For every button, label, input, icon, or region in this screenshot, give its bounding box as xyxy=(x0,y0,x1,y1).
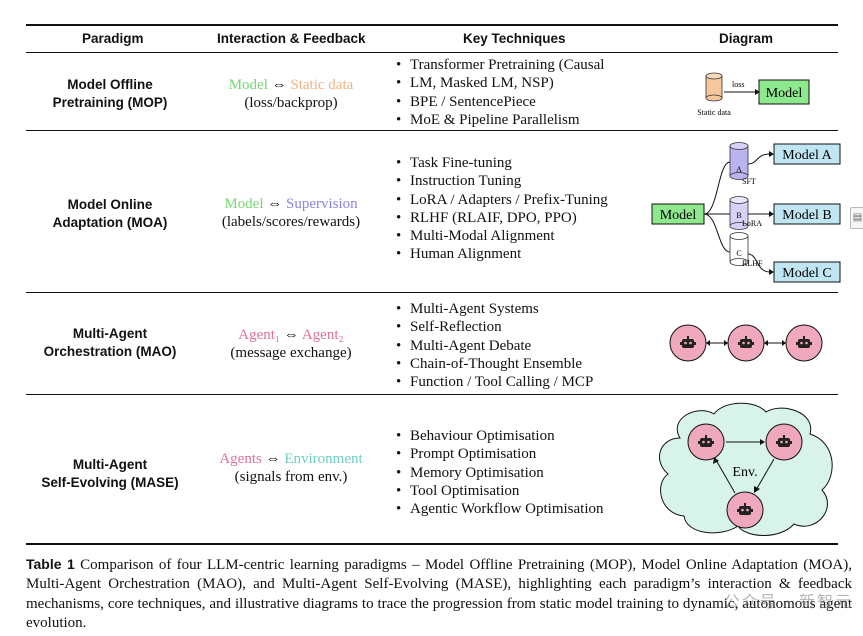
paradigm-mao-line2: Orchestration (MAO) xyxy=(43,344,177,359)
interaction-mop: Model ⇔ Static data (loss/backprop) xyxy=(196,76,386,112)
row-divider-1 xyxy=(26,130,838,131)
adapter-c-icon xyxy=(729,232,749,266)
technique-item: Self-Reflection xyxy=(392,318,652,337)
diagram-moa-sft: SFT xyxy=(742,177,756,186)
technique-item: Task Fine-tuning xyxy=(392,154,652,173)
technique-item: Multi-Modal Alignment xyxy=(392,227,652,246)
technique-item: Human Alignment xyxy=(392,245,652,264)
diagram-moa-b: B xyxy=(736,211,741,220)
header-interaction: Interaction & Feedback xyxy=(217,31,366,46)
header-diagram: Diagram xyxy=(719,31,774,46)
technique-item: Multi-Agent Systems xyxy=(392,300,652,319)
technique-item: RLHF (RLAIF, DPO, PPO) xyxy=(392,209,652,228)
diagram-moa-model-a: Model A xyxy=(782,148,832,163)
paradigm-moa: Model Online Adaptation (MOA) xyxy=(25,196,195,232)
paradigm-mase: Multi-Agent Self-Evolving (MASE) xyxy=(25,456,195,492)
diagram-mase: Env. xyxy=(659,402,833,536)
agent-node-3 xyxy=(726,491,764,529)
diagram-mop: loss Model Static data xyxy=(697,72,810,117)
diagram-moa-rlhf: RLHF xyxy=(742,259,763,268)
paradigm-mao-line1: Multi-Agent xyxy=(72,326,148,341)
technique-item: Transformer Pretraining (Causal xyxy=(392,56,652,75)
techniques-mop: Transformer Pretraining (Causal LM, Mask… xyxy=(392,56,652,129)
interaction-mase: Agents ⇔ Environment (signals from env.) xyxy=(196,450,386,486)
adapter-b-icon xyxy=(729,196,749,230)
interaction-mao-right: Agent₂ xyxy=(301,327,344,343)
technique-item: Memory Optimisation xyxy=(392,464,652,483)
caption-label: Table 1 xyxy=(26,556,75,572)
side-panel-toggle-icon[interactable]: ▤ xyxy=(850,207,863,229)
technique-item: Multi-Agent Debate xyxy=(392,337,652,356)
bidirectional-arrow-icon: ⇔ xyxy=(265,451,281,467)
interaction-moa-left: Model xyxy=(224,196,264,212)
paradigm-mop-line2: Pretraining (MOP) xyxy=(52,95,168,110)
header-paradigm: Paradigm xyxy=(82,31,144,46)
diagram-moa-a: A xyxy=(736,165,742,174)
paradigm-moa-line1: Model Online xyxy=(67,197,153,212)
technique-item-continuation: LM, Masked LM, NSP) xyxy=(392,74,652,93)
technique-item: MoE & Pipeline Parallelism xyxy=(392,111,652,130)
interaction-moa-sub: (labels/scores/rewards) xyxy=(221,214,361,230)
adapter-a-icon xyxy=(729,142,749,180)
diagram-mase-env: Env. xyxy=(732,465,757,480)
header-rule xyxy=(26,52,838,53)
bidirectional-arrow-icon: ⇔ xyxy=(283,327,299,343)
diagram-mop-edge-label: loss xyxy=(732,80,744,89)
diagram-moa-c: C xyxy=(736,249,741,258)
techniques-moa: Task Fine-tuning Instruction Tuning LoRA… xyxy=(392,154,652,264)
paradigm-mop: Model Offline Pretraining (MOP) xyxy=(25,76,195,112)
paradigm-mase-line1: Multi-Agent xyxy=(72,457,148,472)
bidirectional-arrow-icon: ⇔ xyxy=(267,196,283,212)
agent-node-2 xyxy=(765,423,803,461)
bidirectional-arrow-icon: ⇔ xyxy=(271,77,287,93)
table-caption: Table 1 Comparison of four LLM-centric l… xyxy=(26,555,852,633)
agent-node-2 xyxy=(727,324,765,362)
header-techniques: Key Techniques xyxy=(463,31,566,46)
interaction-mop-left: Model xyxy=(228,77,268,93)
diagram-moa-model-b: Model B xyxy=(782,208,831,223)
technique-item: Prompt Optimisation xyxy=(392,445,652,464)
diagram-moa-model-c: Model C xyxy=(782,266,831,281)
top-rule xyxy=(26,24,838,26)
interaction-moa: Model ⇔ Supervision (labels/scores/rewar… xyxy=(196,195,386,231)
paradigm-mao: Multi-Agent Orchestration (MAO) xyxy=(25,325,195,361)
caption-text: Comparison of four LLM-centric learning … xyxy=(26,557,852,631)
database-icon xyxy=(705,72,723,102)
technique-item: Behaviour Optimisation xyxy=(392,427,652,446)
techniques-mase: Behaviour Optimisation Prompt Optimisati… xyxy=(392,427,652,519)
paradigm-mase-line2: Self-Evolving (MASE) xyxy=(41,475,179,490)
technique-item: Tool Optimisation xyxy=(392,482,652,501)
technique-item: Instruction Tuning xyxy=(392,172,652,191)
technique-item: Agentic Workflow Optimisation xyxy=(392,500,652,519)
agent-node-1 xyxy=(669,324,707,362)
interaction-mao-sub: (message exchange) xyxy=(230,345,352,361)
interaction-mase-left: Agents xyxy=(219,451,262,467)
row-divider-3 xyxy=(26,394,838,395)
diagram-mop-model: Model xyxy=(766,86,803,101)
row-divider-2 xyxy=(26,292,838,293)
agent-node-3 xyxy=(785,324,823,362)
diagram-moa-lora: LoRA xyxy=(742,219,762,228)
interaction-mase-sub: (signals from env.) xyxy=(234,469,348,485)
diagram-moa: Model A B C SFT LoRA RLHF Model A Model … xyxy=(651,142,841,283)
diagram-mop-data-label: Static data xyxy=(697,108,731,117)
technique-item: Function / Tool Calling / MCP xyxy=(392,373,652,392)
diagram-mao xyxy=(669,324,823,362)
interaction-mao-left: Agent₁ xyxy=(238,327,281,343)
interaction-mase-right: Environment xyxy=(284,451,363,467)
watermark: 公众号 · 新智元 xyxy=(723,592,853,611)
techniques-mao: Multi-Agent Systems Self-Reflection Mult… xyxy=(392,300,652,392)
interaction-mop-right: Static data xyxy=(290,77,354,93)
paradigm-moa-line2: Adaptation (MOA) xyxy=(52,215,168,230)
paradigm-mop-line1: Model Offline xyxy=(67,77,153,92)
interaction-mao: Agent₁ ⇔ Agent₂ (message exchange) xyxy=(196,326,386,362)
bottom-rule xyxy=(26,543,838,545)
technique-item: LoRA / Adapters / Prefix-Tuning xyxy=(392,191,652,210)
interaction-moa-right: Supervision xyxy=(286,196,358,212)
technique-item: BPE / SentencePiece xyxy=(392,93,652,112)
technique-item: Chain-of-Thought Ensemble xyxy=(392,355,652,374)
diagram-moa-model: Model xyxy=(660,208,697,223)
agent-node-1 xyxy=(687,423,725,461)
interaction-mop-sub: (loss/backprop) xyxy=(244,95,338,111)
